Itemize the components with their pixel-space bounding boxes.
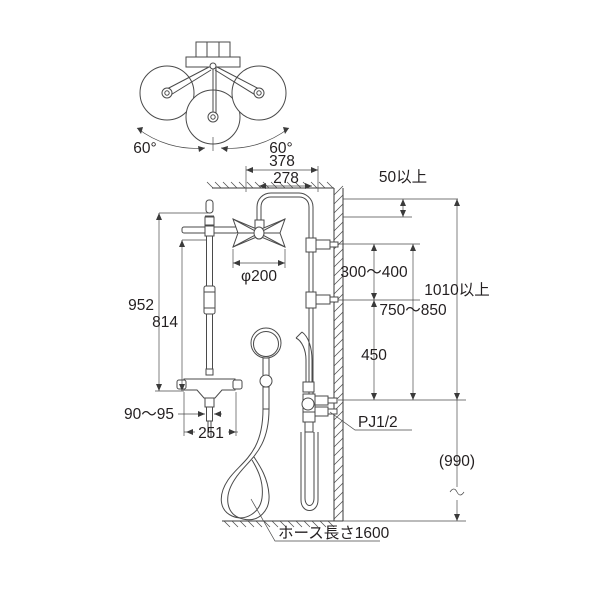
dim-750-850: 750～850: [379, 302, 447, 319]
dim-378: 378: [269, 153, 295, 170]
side-mixer-unit: [301, 393, 338, 433]
top-view-bracket: [185, 41, 241, 68]
dim-300-400: 300～400: [340, 264, 408, 281]
leader-labels: PJ1/2 ホース長さ1600: [250, 411, 412, 542]
dim-90-95: 90～95: [124, 406, 174, 423]
angle-arc-left: [136, 127, 206, 149]
top-view-group: 60° 60°: [133, 41, 293, 157]
top-view-arms: [161, 62, 265, 123]
dim-814: 814: [152, 314, 178, 331]
side-hose: [300, 432, 319, 511]
angle-label-right: 60°: [269, 140, 292, 157]
side-elevation-group: [232, 192, 339, 511]
hand-shower-side: [295, 331, 315, 393]
dim-450: 450: [361, 347, 387, 364]
dim-1010-ijou: 1010以上: [424, 281, 489, 299]
angle-arc-right: [220, 127, 290, 149]
hand-shower-front: [250, 327, 282, 410]
front-elevation-group: [176, 199, 282, 521]
shower-hose: [220, 408, 270, 521]
dim-990: (990): [439, 453, 475, 470]
dim-952: 952: [128, 297, 154, 314]
angle-label-left: 60°: [133, 140, 156, 157]
upper-wall-outlet: [305, 237, 339, 253]
overhead-shower-head: [232, 218, 286, 248]
dim-phi200: φ200: [241, 268, 277, 285]
dim-278: 278: [273, 170, 299, 187]
dim-50-ijou: 50以上: [379, 168, 427, 186]
dim-251: 251: [198, 425, 224, 442]
dimension-lines: 378 278 φ200 50以上 300～400 750～850: [124, 153, 490, 522]
label-pj12: PJ1/2: [358, 414, 398, 431]
mid-wall-outlet: [305, 291, 339, 309]
wall-section: [206, 181, 344, 528]
label-hose-length: ホース長さ1600: [278, 524, 390, 542]
